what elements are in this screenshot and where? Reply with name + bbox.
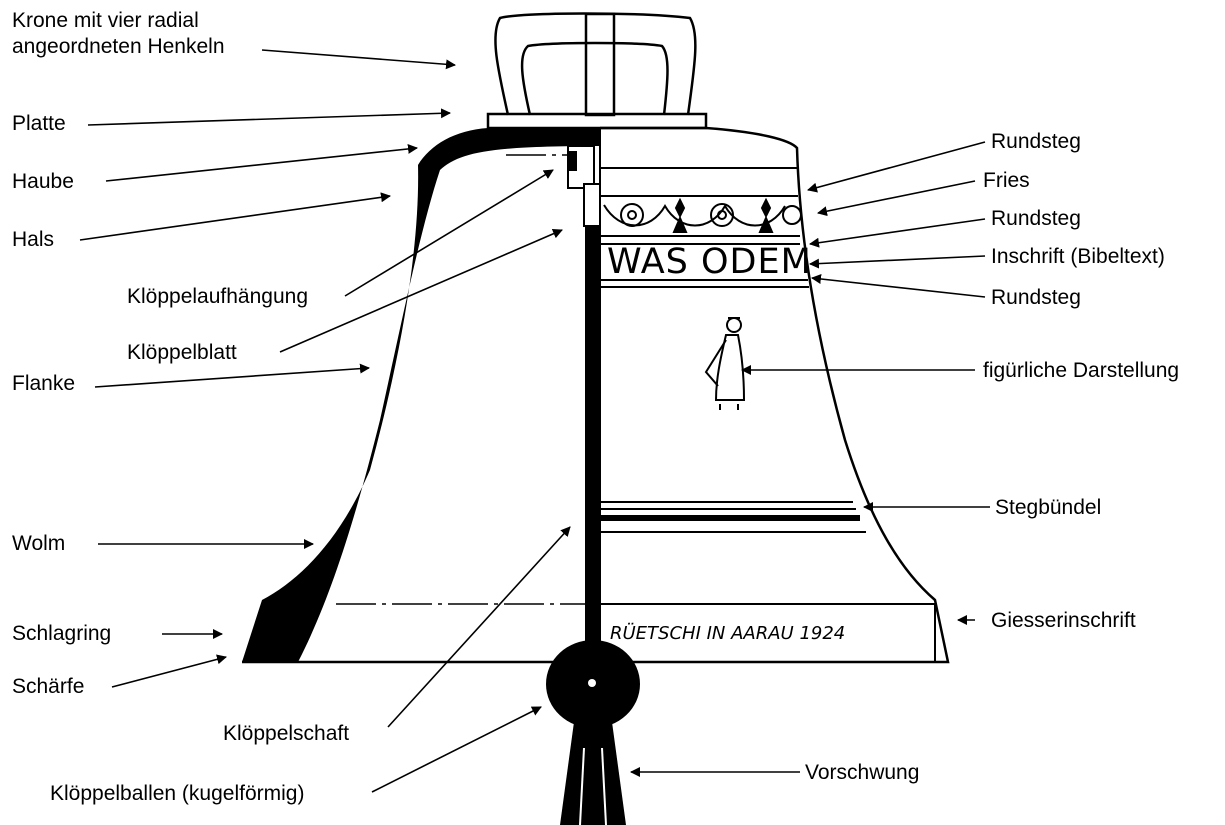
label-kloeppelblatt: Klöppelblatt: [127, 340, 237, 366]
dash-dot-lines: [336, 155, 594, 604]
clapper-vorschwung: [560, 722, 626, 825]
crown: [495, 14, 695, 116]
label-rundsteg-2: Rundsteg: [991, 206, 1081, 232]
clapper-suspension: [568, 146, 600, 226]
founder-inscription: RÜETSCHI IN AARAU 1924: [610, 621, 845, 647]
leader-lines-left: [80, 50, 570, 792]
label-kloeppelschaft: Klöppelschaft: [223, 721, 349, 747]
label-krone-line1: Krone mit vier radial: [12, 8, 225, 34]
stegbuendel-bands: [600, 502, 866, 532]
label-stegbuendel: Stegbündel: [995, 495, 1101, 521]
label-flanke: Flanke: [12, 371, 75, 397]
label-krone: Krone mit vier radial angeordneten Henke…: [12, 8, 225, 60]
label-inschrift: Inschrift (Bibeltext): [991, 244, 1165, 270]
bible-inscription: WAS ODEM: [607, 243, 812, 281]
label-haube: Haube: [12, 169, 74, 195]
label-rundsteg-3: Rundsteg: [991, 285, 1081, 311]
label-platte: Platte: [12, 111, 66, 137]
label-kloeppelballen: Klöppelballen (kugelförmig): [50, 781, 304, 807]
label-schlagring: Schlagring: [12, 621, 111, 647]
label-wolm: Wolm: [12, 531, 65, 557]
label-rundsteg-1: Rundsteg: [991, 129, 1081, 155]
figure-engraving: [706, 318, 744, 410]
fries-ornament: [604, 200, 801, 232]
clapper-shaft: [585, 225, 600, 652]
label-krone-line2: angeordneten Henkeln: [12, 34, 225, 60]
label-giesserinschrift: Giesserinschrift: [991, 608, 1136, 634]
label-schaerfe: Schärfe: [12, 674, 84, 700]
clapper-ball-hole: [588, 679, 596, 687]
label-fries: Fries: [983, 168, 1030, 194]
label-hals: Hals: [12, 227, 54, 253]
bell-cross-section: [242, 128, 600, 662]
label-figur: figürliche Darstellung: [983, 358, 1179, 384]
label-kloeppelaufhaengung: Klöppelaufhängung: [127, 284, 308, 310]
label-vorschwung: Vorschwung: [805, 760, 919, 786]
